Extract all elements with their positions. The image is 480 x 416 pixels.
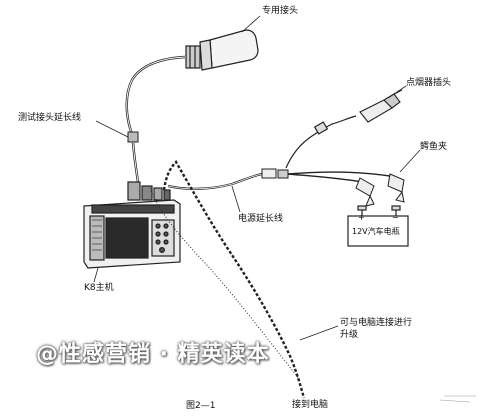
special-connector (185, 15, 261, 71)
car-battery (347, 205, 409, 247)
label-to-pc: 接到电脑 (292, 400, 329, 410)
label-alligator-clips: 鳄鱼夹 (420, 142, 448, 152)
alligator-clips (355, 149, 421, 207)
label-test-extension: 测试接头延长线 (18, 113, 82, 123)
battery-negative-terminal: − (392, 213, 399, 222)
cigarette-lighter-plug (331, 85, 407, 125)
label-host: K8主机 (84, 283, 114, 293)
power-extension-cable (167, 168, 391, 213)
pc-cable (149, 160, 339, 399)
label-pc-upgrade-line2: 升级 (340, 330, 359, 340)
cigarette-wire (285, 121, 333, 169)
test-extension-cable (95, 55, 187, 183)
bottom-marks (439, 395, 476, 403)
label-power-extension: 电源延长线 (238, 214, 284, 224)
k8-host-device (83, 181, 181, 283)
battery-positive-terminal: + (358, 213, 365, 222)
figure-caption: 图2—1 (186, 401, 216, 411)
label-special-connector: 专用接头 (262, 6, 299, 16)
watermark-text: @性感营销 · 精英读本 (36, 342, 270, 367)
label-pc-upgrade-line1: 可与电脑连接进行 (340, 318, 413, 328)
label-cigarette-plug: 点烟器插头 (406, 78, 452, 88)
label-battery: 12V汽车电瓶 (352, 227, 400, 236)
